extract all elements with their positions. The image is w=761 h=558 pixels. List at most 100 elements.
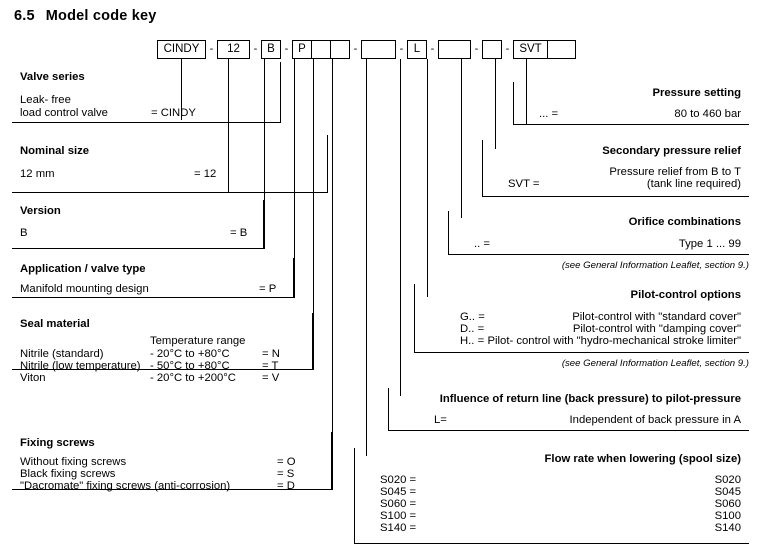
code-cell-l: L xyxy=(413,42,421,55)
row-value: S060 xyxy=(714,498,741,510)
code-group-valve-series: CINDY xyxy=(157,40,206,59)
code-cell-pilot-control xyxy=(439,41,470,58)
section-seal-material: Seal material Temperature range Nitrile … xyxy=(12,313,313,384)
leader-line-pressure-setting xyxy=(526,59,527,125)
row-key: ... = xyxy=(539,108,559,120)
section-title: Version xyxy=(20,205,61,217)
row-key: .. = xyxy=(474,238,491,250)
row-temperature: - 50°C to +80°C xyxy=(150,360,230,372)
section-title: Secondary pressure relief xyxy=(602,145,741,157)
row-value: 80 to 460 bar xyxy=(674,108,741,120)
section-title: Nominal size xyxy=(20,145,90,157)
row-label-line1: Leak- free xyxy=(20,94,71,106)
code-cell-screws xyxy=(330,41,349,58)
section-title: Model code key xyxy=(45,8,157,24)
section-valve-series: Valve series Leak- free load control val… xyxy=(12,62,281,123)
leader-line-version xyxy=(264,59,265,249)
row-key: H.. = xyxy=(460,335,485,347)
section-pilot-control-options: Pilot-control options Pilot-control with… xyxy=(414,284,749,353)
code-group-secondary-relief-pressure: SVT xyxy=(513,40,576,59)
leader-line-return-line xyxy=(400,59,401,396)
code-cell-12: 12 xyxy=(227,42,240,55)
row-label: Nitrile (standard) xyxy=(20,348,104,360)
section-title: Valve series xyxy=(20,71,85,83)
row-label: Nitrile (low temperature) xyxy=(20,360,141,372)
code-separator: - xyxy=(209,43,214,55)
row-temperature: - 20°C to +200°C xyxy=(150,372,236,384)
row-label: 12 mm xyxy=(20,168,55,180)
leader-line-flow-rate xyxy=(366,59,367,456)
row-value: S045 xyxy=(714,486,741,498)
row-key: G.. = xyxy=(460,311,485,323)
row-label: "Dacromate" fixing screws (anti-corrosio… xyxy=(20,480,231,492)
code-group-application-seal-screws: P xyxy=(292,40,350,59)
code-separator: - xyxy=(353,43,358,55)
row-value: S020 xyxy=(714,474,741,486)
leader-line-pilot-control xyxy=(427,59,428,297)
row-value: S140 xyxy=(714,522,741,534)
section-title: Influence of return line (back pressure)… xyxy=(439,393,741,405)
row-key: D.. = xyxy=(460,323,485,335)
row-value: Pilot-control with "damping cover" xyxy=(572,323,741,335)
row-label: Viton xyxy=(20,372,46,384)
row-label: Without fixing screws xyxy=(20,456,127,468)
row-label-line2: load control valve xyxy=(20,107,108,119)
row-key: S060 = xyxy=(380,498,417,510)
row-label: Manifold mounting design xyxy=(20,283,149,295)
section-title: Pilot-control options xyxy=(630,289,741,301)
code-cell-pressure-setting xyxy=(547,41,575,58)
section-title: Fixing screws xyxy=(20,437,95,449)
leader-line-seal-material xyxy=(313,59,314,370)
row-code: = CINDY xyxy=(151,107,196,119)
code-cell-p: P xyxy=(298,42,306,55)
row-value-line2: (tank line required) xyxy=(646,178,741,190)
code-cell-cindy: CINDY xyxy=(163,42,200,55)
section-fixing-screws: Fixing screws Without fixing screws = O … xyxy=(12,432,332,492)
code-separator: - xyxy=(505,43,510,55)
row-code: = 12 xyxy=(194,168,217,180)
section-title: Seal material xyxy=(20,318,90,330)
section-pressure-setting: Pressure setting 80 to 460 bar ... = xyxy=(513,82,749,125)
row-value: Pilot- control with "hydro-mechanical st… xyxy=(487,335,742,347)
code-cell-orifice xyxy=(483,41,501,58)
section-version: Version B = B xyxy=(12,200,264,249)
section-application-valve-type: Application / valve type Manifold mounti… xyxy=(12,258,294,298)
code-separator: - xyxy=(284,43,289,55)
section-influence-return-line: Influence of return line (back pressure)… xyxy=(388,388,749,431)
code-cell-flow-rate xyxy=(362,41,395,58)
note-pilot-control-options: (see General Information Leaflet, sectio… xyxy=(561,358,749,369)
row-value-line1: Pressure relief from B to T xyxy=(609,166,741,178)
row-label: B xyxy=(20,227,28,239)
row-key: S140 = xyxy=(380,522,417,534)
row-code: = O xyxy=(277,456,296,468)
column-header-temperature-range: Temperature range xyxy=(150,335,246,347)
section-title: Application / valve type xyxy=(20,263,146,275)
row-temperature: - 20°C to +80°C xyxy=(150,348,230,360)
leader-line-orifice xyxy=(461,59,462,218)
row-code: = V xyxy=(262,372,280,384)
row-label: Black fixing screws xyxy=(20,468,116,480)
leader-line-valve-series xyxy=(181,59,182,120)
row-key: S100 = xyxy=(380,510,417,522)
row-key: L= xyxy=(434,414,447,426)
section-title: Orifice combinations xyxy=(628,216,741,228)
leader-line-nominal-size xyxy=(228,59,229,193)
code-group-flow-rate xyxy=(361,40,396,59)
row-code: = S xyxy=(277,468,295,480)
row-key: S045 = xyxy=(380,486,417,498)
section-title: Flow rate when lowering (spool size) xyxy=(544,453,741,465)
code-group-return-line: L xyxy=(407,40,427,59)
code-cell-svt: SVT xyxy=(519,42,542,55)
row-value: Pilot-control with "standard cover" xyxy=(572,311,741,323)
row-value: Independent of back pressure in A xyxy=(569,414,741,426)
code-cell-b: B xyxy=(267,42,275,55)
row-code: = P xyxy=(259,283,277,295)
note-orifice-combinations: (see General Information Leaflet, sectio… xyxy=(561,260,749,271)
section-nominal-size: Nominal size 12 mm = 12 xyxy=(12,135,328,193)
section-flow-rate-when-lowering: Flow rate when lowering (spool size) S02… xyxy=(354,448,749,544)
code-cell-seal xyxy=(311,41,330,58)
code-separator: - xyxy=(430,43,435,55)
leader-line-application xyxy=(294,59,295,298)
code-separator: - xyxy=(253,43,258,55)
row-value: Type 1 ... 99 xyxy=(678,238,741,250)
